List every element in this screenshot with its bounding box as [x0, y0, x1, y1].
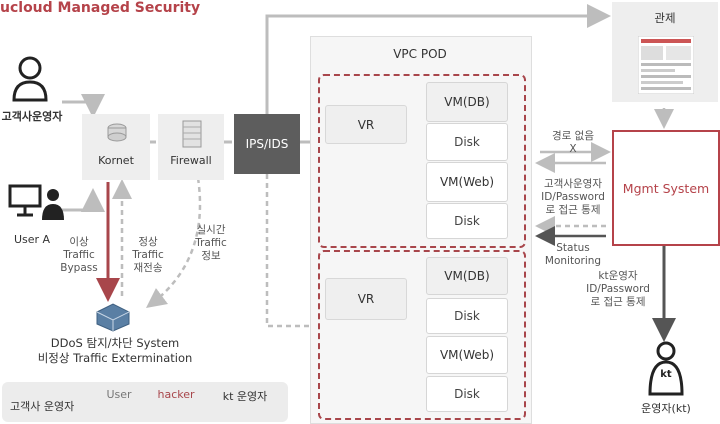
ddos-label-line-2: 비정상 Traffic Extermination: [37, 351, 193, 365]
realtime-line-1: 실시간: [196, 224, 226, 236]
firewall-label: Firewall: [170, 154, 212, 167]
kornet-device-icon: [107, 123, 127, 142]
no-path-label: 경로 없음 X: [540, 130, 606, 156]
firewall-icon: [182, 120, 202, 148]
customer-operator-icon: [12, 56, 48, 102]
user-a-label: User A: [13, 233, 51, 246]
cust-access-line-2: ID/Password: [541, 191, 605, 203]
legend-hacker: hacker: [157, 388, 195, 401]
page-title: ucloud Managed Security: [0, 0, 201, 16]
vm-web-1: VM(Web): [426, 162, 508, 202]
realtime-line-3: 정보: [201, 250, 221, 262]
kt-access-line-2: ID/Password: [586, 283, 650, 295]
abnormal-line-3: Bypass: [60, 262, 98, 274]
normal-traffic-label: 정상 Traffic 재전송: [126, 236, 170, 275]
legend-user: User: [106, 388, 132, 401]
disk-4: Disk: [426, 376, 508, 412]
cust-access-line-1: 고객사운영자: [544, 178, 602, 190]
normal-line-3: 재전송: [133, 262, 163, 274]
realtime-line-2: Traffic: [195, 237, 227, 249]
ddos-router-icon: [96, 303, 130, 332]
vr-1: VR: [325, 105, 407, 144]
cust-access-line-3: 로 접근 통제: [545, 204, 601, 216]
user-a-icon: [8, 184, 64, 220]
monitoring-box: 관제: [612, 2, 718, 102]
vm-web-2: VM(Web): [426, 336, 508, 374]
abnormal-line-1: 이상: [69, 236, 89, 248]
legend-title: 고객사 운영자: [10, 400, 75, 413]
normal-line-1: 정상: [138, 236, 158, 248]
abnormal-line-2: Traffic: [63, 249, 95, 261]
disk-1: Disk: [426, 123, 508, 161]
ddos-label-line-1: DDoS 탐지/차단 System: [50, 336, 180, 350]
customer-access-label: 고객사운영자 ID/Password 로 접근 통제: [536, 178, 610, 217]
status-line-2: Monitoring: [544, 255, 602, 267]
firewall-node: Firewall: [158, 114, 224, 180]
status-line-1: Status: [556, 242, 590, 254]
kornet-label: Kornet: [98, 154, 134, 167]
kt-operator-label: 운영자(kt): [641, 402, 691, 415]
disk-2: Disk: [426, 203, 508, 239]
kt-access-line-1: kt운영자: [598, 270, 638, 282]
kt-badge: kt: [660, 369, 672, 380]
monitoring-label: 관제: [654, 11, 676, 25]
kt-operator-icon: [648, 341, 684, 396]
vpc-pod-title: VPC POD: [393, 47, 447, 61]
mgmt-system-box: Mgmt System: [612, 130, 720, 246]
customer-operator-label: 고객사운영자: [1, 110, 63, 123]
kt-access-label: kt운영자 ID/Password 로 접근 통제: [580, 270, 656, 309]
normal-line-2: Traffic: [132, 249, 164, 261]
no-path-line-1: 경로 없음: [552, 130, 594, 142]
realtime-traffic-label: 실시간 Traffic 정보: [188, 224, 234, 263]
status-monitoring-label: Status Monitoring: [536, 242, 610, 268]
vr-2: VR: [325, 278, 407, 320]
vm-db-2: VM(DB): [426, 257, 508, 295]
legend: [2, 382, 288, 422]
abnormal-traffic-label: 이상 Traffic Bypass: [54, 236, 104, 275]
disk-3: Disk: [426, 298, 508, 334]
ips-ids-box: IPS/IDS: [234, 114, 300, 174]
kornet-node: Kornet: [82, 114, 150, 180]
legend-kt: kt 운영자: [222, 390, 268, 403]
pod-group-1: [318, 74, 526, 248]
vm-db-1: VM(DB): [426, 82, 508, 122]
pod-group-2: [318, 250, 526, 420]
monitoring-screenshot-icon: [638, 36, 694, 94]
kt-access-line-3: 로 접근 통제: [590, 296, 646, 308]
no-path-line-2: X: [569, 143, 577, 155]
